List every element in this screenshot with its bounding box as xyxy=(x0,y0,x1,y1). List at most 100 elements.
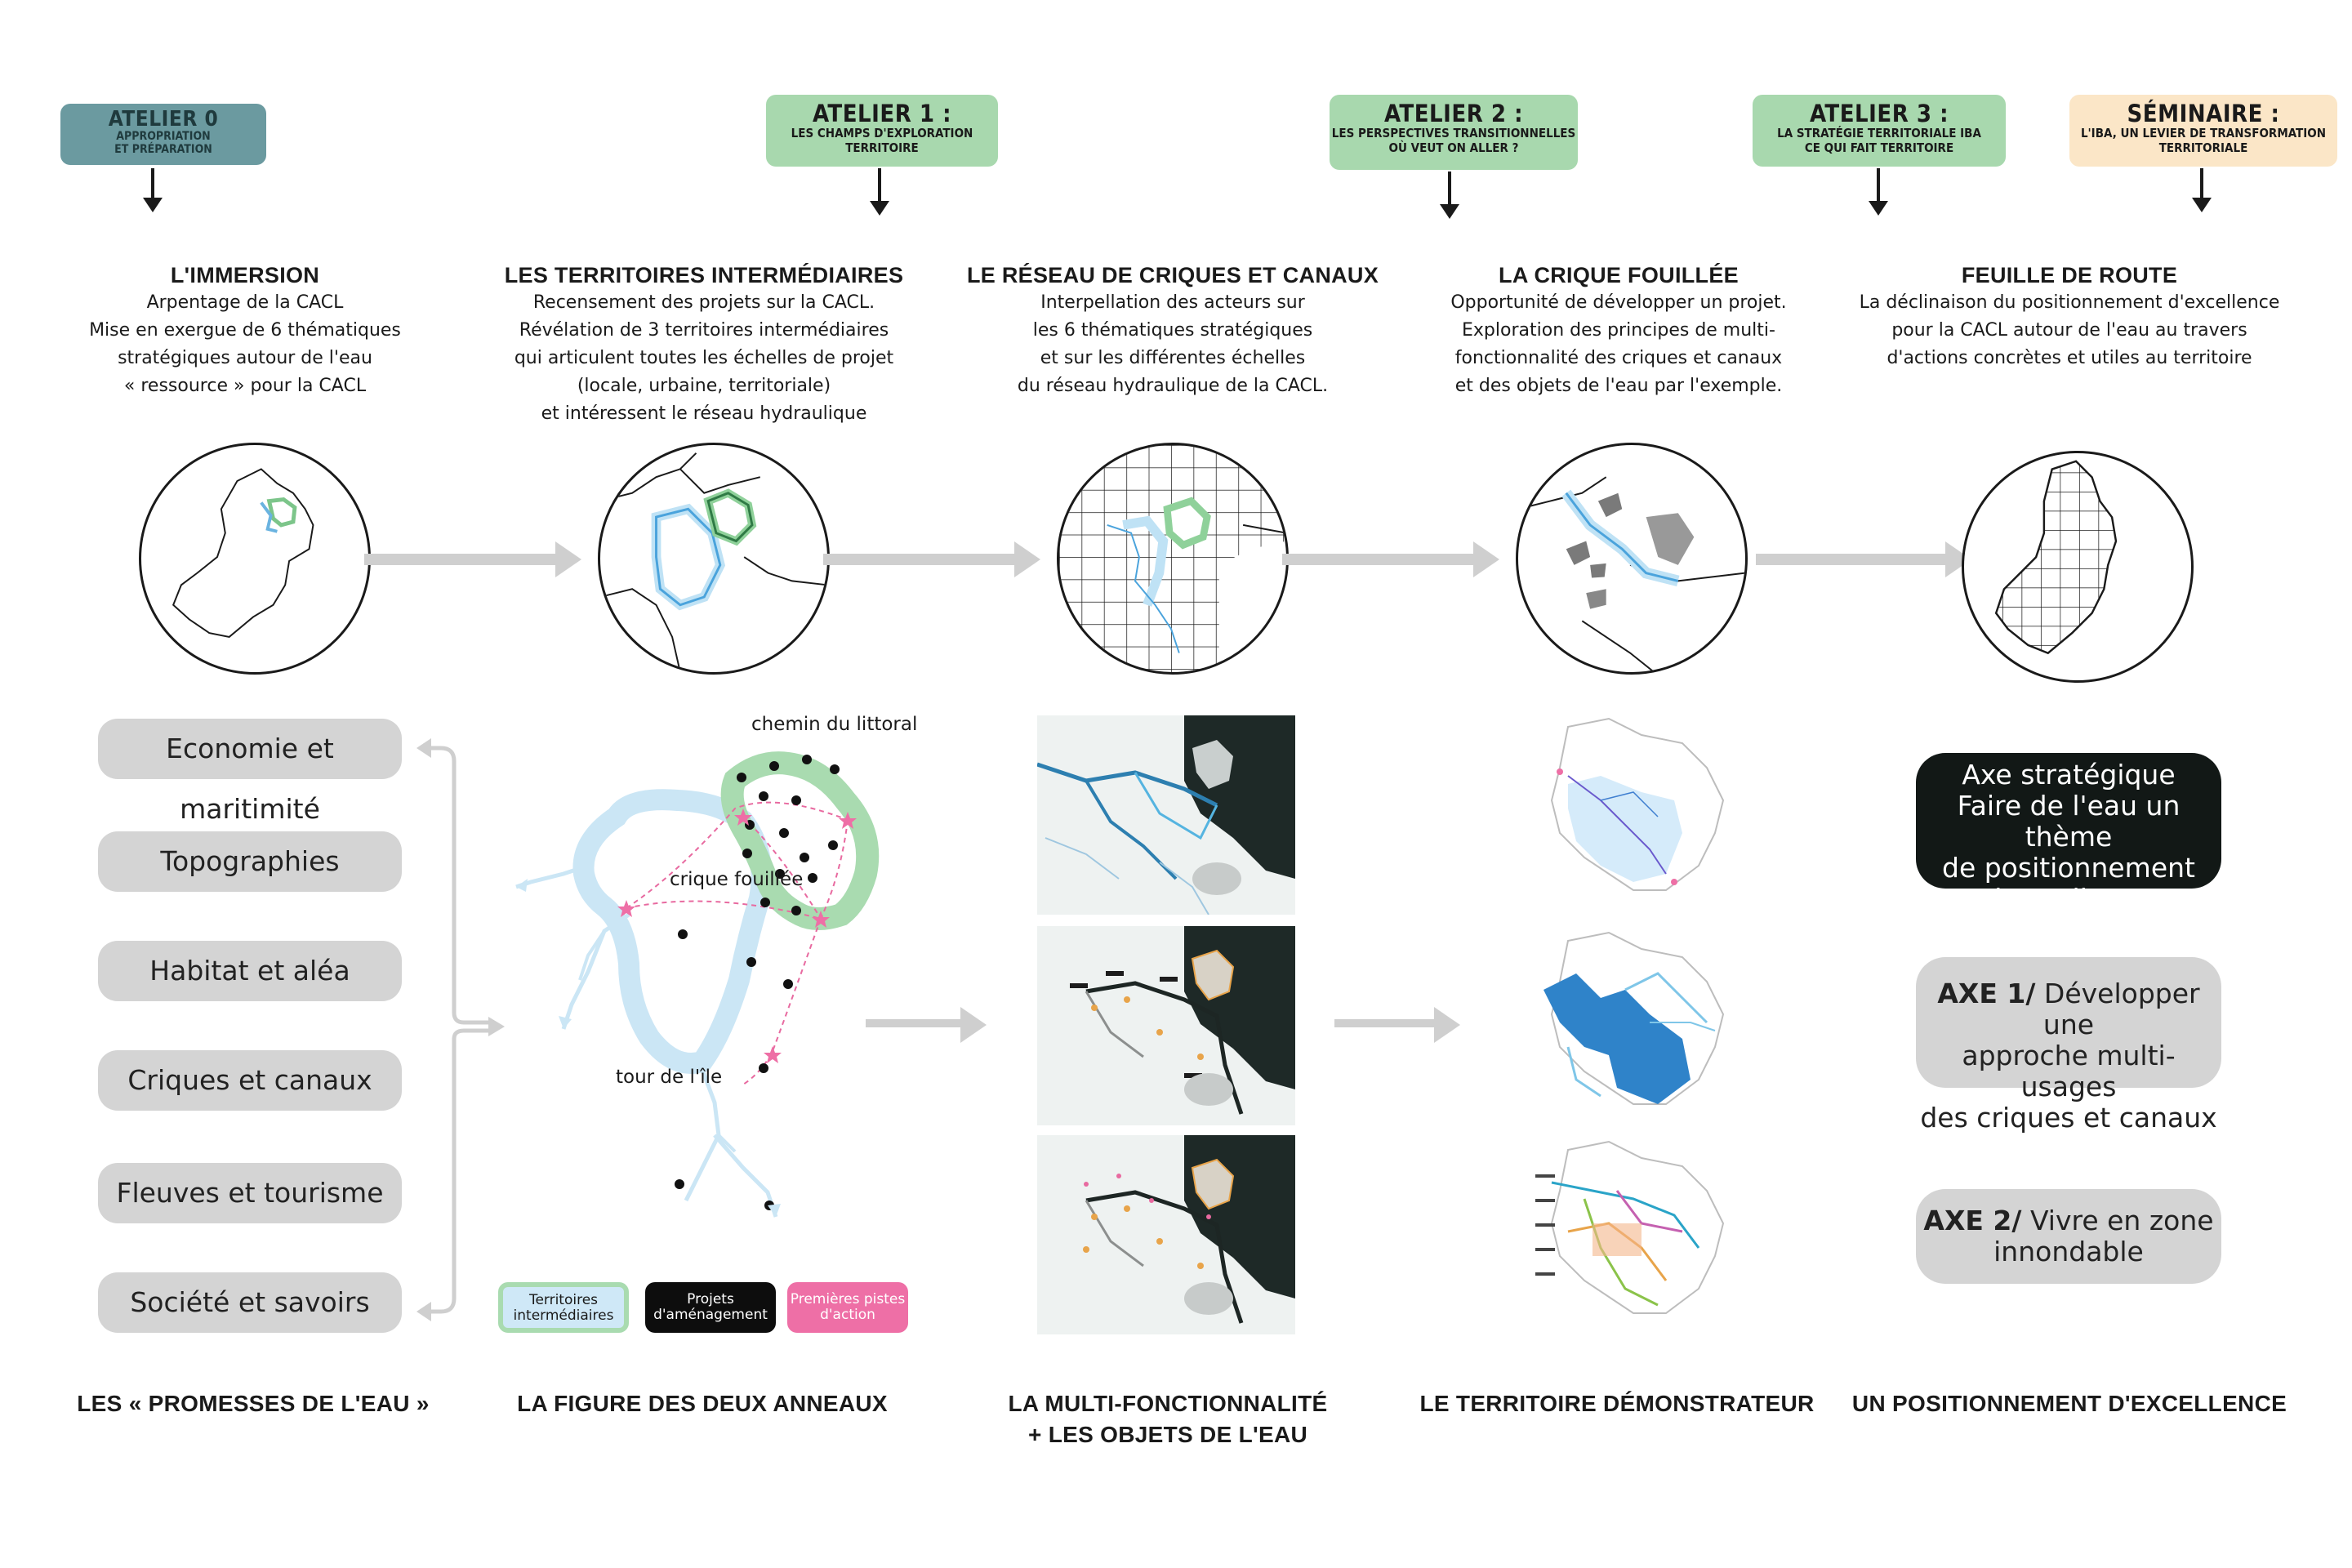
atelier-1-badge: ATELIER 1 : LES CHAMPS D'EXPLORATION TER… xyxy=(766,95,998,167)
step-line: d'actions concrètes et utiles au territo… xyxy=(1886,348,2252,368)
legend-line: intermédiaires xyxy=(513,1307,614,1324)
promise-criques: Criques et canaux xyxy=(98,1050,402,1111)
multifunction-map-2 xyxy=(1037,926,1295,1125)
promise-bracket-icon xyxy=(416,738,505,1321)
roadmap-grid-icon xyxy=(1994,460,2118,655)
objects-map-icon xyxy=(1037,1135,1295,1334)
demonstrator-map-2 xyxy=(1519,924,1748,1129)
flow-arrow xyxy=(1282,541,1499,577)
label-crique-fouillee: crique fouillée xyxy=(670,869,804,890)
bottom-label-promesses: LES « PROMESSES DE L'EAU » xyxy=(49,1388,457,1419)
bottom-label-line: LE TERRITOIRE DÉMONSTRATEUR xyxy=(1419,1391,1815,1416)
bottom-label-line: + LES OBJETS DE L'EAU xyxy=(1027,1422,1308,1447)
satellite-map-icon xyxy=(1037,715,1295,915)
atelier-2-subtitle: LES PERSPECTIVES TRANSITIONNELLES xyxy=(1331,126,1576,140)
atelier-0-title: ATELIER 0 xyxy=(108,107,219,131)
legend-line: Territoires xyxy=(528,1292,599,1308)
step-line: (locale, urbaine, territoriale) xyxy=(577,376,831,396)
axe-line: Axe stratégique xyxy=(1962,759,2176,791)
step-feuille: FEUILLE DE ROUTE La déclinaison du posit… xyxy=(1841,261,2298,372)
step-line: Mise en exergue de 6 thématiques xyxy=(89,320,401,341)
atelier-0-badge: ATELIER 0 APPROPRIATION ET PRÉPARATION xyxy=(60,104,266,165)
atelier-0-subtitle-2: ET PRÉPARATION xyxy=(114,143,212,156)
step-territoires: LES TERRITOIRES INTERMÉDIAIRES Recenseme… xyxy=(475,261,933,428)
step-line: « ressource » pour la CACL xyxy=(123,376,367,396)
atelier-2-badge: ATELIER 2 : LES PERSPECTIVES TRANSITIONN… xyxy=(1330,95,1578,170)
arrow-atelier-1 xyxy=(870,168,889,216)
atelier-1-subtitle: LES CHAMPS D'EXPLORATION xyxy=(791,126,973,140)
step-line: Recensement des projets sur la CACL. xyxy=(532,292,875,313)
step-line: pour la CACL autour de l'eau au travers xyxy=(1891,320,2247,341)
atelier-0-subtitle: APPROPRIATION xyxy=(116,130,211,143)
demonstrator-territory-icon xyxy=(1550,717,1725,891)
step-line: stratégiques autour de l'eau xyxy=(118,348,372,368)
axe-line: Faire de l'eau un thème xyxy=(1957,790,2180,853)
seminaire-subtitle: L'IBA, UN LEVIER DE TRANSFORMATION xyxy=(2080,126,2327,140)
step-immersion: L'IMMERSION Arpentage de la CACL Mise en… xyxy=(16,261,474,400)
step-line: Exploration des principes de multi- xyxy=(1462,320,1775,341)
axe-line: Vivre en zone xyxy=(2021,1205,2214,1236)
bottom-label-line: LES « PROMESSES DE L'EAU » xyxy=(77,1391,430,1416)
crique-map-circle xyxy=(1516,443,1748,675)
atelier-3-subtitle: LA STRATÉGIE TERRITORIALE IBA xyxy=(1777,126,1981,140)
bottom-label-multifonction: LA MULTI-FONCTIONNALITÉ + LES OBJETS DE … xyxy=(964,1388,1372,1450)
axe-strategique: Axe stratégique Faire de l'eau un thème … xyxy=(1916,753,2221,915)
territoires-map-circle xyxy=(598,443,830,675)
bottom-label-line: UN POSITIONNEMENT D'EXCELLENCE xyxy=(1851,1391,2287,1416)
reseau-map-circle xyxy=(1057,443,1289,675)
bottom-label-anneaux: LA FIGURE DES DEUX ANNEAUX xyxy=(498,1388,906,1419)
demonstrator-map-3 xyxy=(1519,1134,1748,1338)
atelier-2-title: ATELIER 2 : xyxy=(1383,100,1524,127)
legend-line: d'action xyxy=(820,1307,875,1323)
promise-economie: Economie et maritimité xyxy=(98,719,402,825)
step-line: Révélation de 3 territoires intermédiair… xyxy=(519,320,889,341)
axe-1: AXE 1/ Développer une approche multi-usa… xyxy=(1916,957,2221,1134)
multifunction-map-3 xyxy=(1037,1135,1295,1334)
arrow-atelier-0 xyxy=(143,168,163,212)
step-line: du réseau hydraulique de la CACL. xyxy=(1017,376,1329,396)
seminaire-title: SÉMINAIRE : xyxy=(2127,100,2280,127)
bottom-label-demonstrateur: LE TERRITOIRE DÉMONSTRATEUR xyxy=(1413,1388,1821,1419)
seminaire-subtitle-2: TERRITORIALE xyxy=(2158,140,2248,155)
arrow-seminaire xyxy=(2192,168,2212,212)
actors-map-icon xyxy=(1037,926,1295,1125)
axe-line: de positionnement xyxy=(1942,852,2195,884)
atelier-3-subtitle-2: CE QUI FAIT TERRITOIRE xyxy=(1804,140,1954,155)
atelier-1-subtitle-2: TERRITOIRE xyxy=(845,140,919,155)
bottom-label-excellence: UN POSITIONNEMENT D'EXCELLENCE xyxy=(1849,1388,2290,1419)
flow-arrow xyxy=(1756,541,1971,577)
atelier-2-subtitle-2: OÙ VEUT ON ALLER ? xyxy=(1388,140,1519,155)
arrow-atelier-2 xyxy=(1440,172,1459,219)
promise-societe: Société et savoirs xyxy=(98,1272,402,1333)
step-line: La déclinaison du positionnement d'excel… xyxy=(1859,292,2280,313)
label-chemin-littoral: chemin du littoral xyxy=(751,714,918,735)
step-line: Interpellation des acteurs sur xyxy=(1040,292,1305,313)
step-title: LES TERRITOIRES INTERMÉDIAIRES xyxy=(504,263,904,287)
step-title: L'IMMERSION xyxy=(170,263,320,287)
promise-habitat: Habitat et aléa xyxy=(98,941,402,1001)
two-rings-diagram xyxy=(515,751,880,1218)
bottom-label-line: LA MULTI-FONCTIONNALITÉ xyxy=(1008,1391,1328,1416)
step-line: fonctionnalité des criques et canaux xyxy=(1454,348,1783,368)
flow-arrow xyxy=(1334,1007,1460,1043)
multifunction-map-1 xyxy=(1037,715,1295,915)
promise-topographies: Topographies xyxy=(98,831,402,892)
label-tour-ile: tour de l'île xyxy=(616,1067,723,1088)
axe-line: approche multi-usages xyxy=(1962,1040,2176,1102)
legend-line: Premières pistes xyxy=(790,1291,906,1307)
axe-label: AXE 2/ xyxy=(1923,1205,2022,1236)
step-line: les 6 thématiques stratégiques xyxy=(1032,320,1313,341)
axe-line: Développer une xyxy=(2035,978,2200,1040)
feuille-map-circle xyxy=(1962,451,2194,683)
legend-line: d'aménagement xyxy=(653,1307,768,1323)
atelier-3-badge: ATELIER 3 : LA STRATÉGIE TERRITORIALE IB… xyxy=(1753,95,2006,167)
step-line: Arpentage de la CACL xyxy=(146,292,344,313)
step-title: FEUILLE DE ROUTE xyxy=(1961,263,2178,287)
step-title: LA CRIQUE FOUILLÉE xyxy=(1499,263,1739,287)
legend-projets: Projets d'aménagement xyxy=(645,1282,776,1333)
atelier-1-title: ATELIER 1 : xyxy=(812,100,952,127)
promise-fleuves: Fleuves et tourisme xyxy=(98,1163,402,1223)
atelier-3-title: ATELIER 3 : xyxy=(1809,100,1949,127)
step-title: LE RÉSEAU DE CRIQUES ET CANAUX xyxy=(966,263,1379,287)
demonstrator-actions-icon xyxy=(1535,1140,1725,1314)
